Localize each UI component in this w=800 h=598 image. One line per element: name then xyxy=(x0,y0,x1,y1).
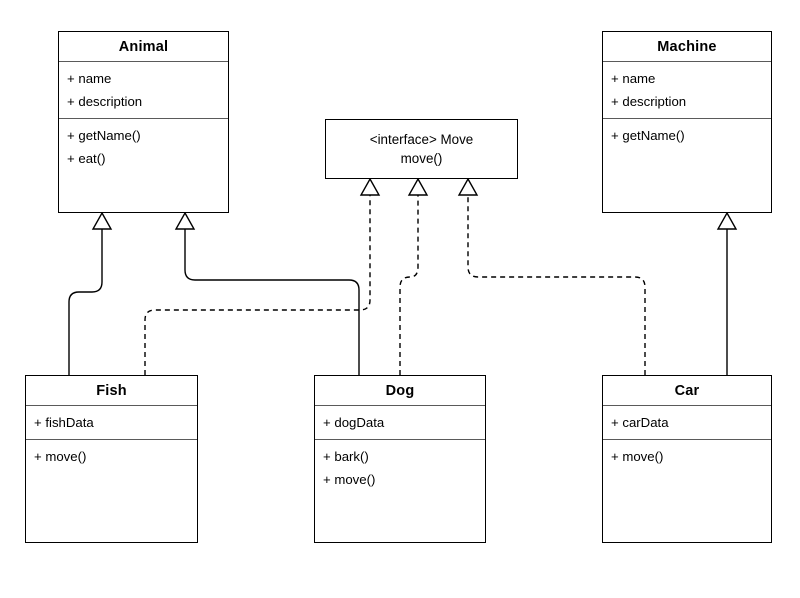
class-operations-animal: + getName() + eat() xyxy=(59,119,228,212)
operation-row: + move() xyxy=(611,449,664,464)
attribute-row: + fishData xyxy=(34,415,94,430)
edge-dog-extends-animal xyxy=(174,211,360,375)
operation-row: + move() xyxy=(34,449,87,464)
edge-fish-extends-animal xyxy=(68,211,113,375)
class-name-machine: Machine xyxy=(603,32,771,62)
class-box-animal[interactable]: Animal + name + description + getName() … xyxy=(58,31,229,213)
edge-car-extends-machine xyxy=(716,211,738,375)
class-attributes-car: + carData xyxy=(603,406,771,440)
class-operations-car: + move() xyxy=(603,440,771,542)
attribute-row: + dogData xyxy=(323,415,385,430)
operation-row: + getName() xyxy=(67,128,141,143)
interface-operation: move() xyxy=(400,151,443,166)
operation-row: + eat() xyxy=(67,151,106,166)
attribute-row: + carData xyxy=(611,415,669,430)
class-attributes-dog: + dogData xyxy=(315,406,485,440)
class-attributes-animal: + name + description xyxy=(59,62,228,119)
attribute-row: + name xyxy=(67,71,112,86)
operation-row: + move() xyxy=(323,472,376,487)
operation-row: + getName() xyxy=(611,128,685,143)
class-box-dog[interactable]: Dog + dogData + bark() + move() xyxy=(314,375,486,543)
class-box-fish[interactable]: Fish + fishData + move() xyxy=(25,375,198,543)
attribute-row: + description xyxy=(611,94,687,109)
interface-box-move[interactable]: <interface> Move move() xyxy=(325,119,518,179)
class-attributes-machine: + name + description xyxy=(603,62,771,119)
class-operations-fish: + move() xyxy=(26,440,197,542)
class-name-dog: Dog xyxy=(315,376,485,406)
edge-dog-implements-move xyxy=(399,177,429,375)
interface-stereotype-name: <interface> Move xyxy=(369,131,474,147)
class-operations-dog: + bark() + move() xyxy=(315,440,485,542)
class-name-fish: Fish xyxy=(26,376,197,406)
class-box-machine[interactable]: Machine + name + description + getName() xyxy=(602,31,772,213)
operation-row: + bark() xyxy=(323,449,369,464)
class-attributes-fish: + fishData xyxy=(26,406,197,440)
class-name-car: Car xyxy=(603,376,771,406)
attribute-row: + name xyxy=(611,71,656,86)
class-operations-machine: + getName() xyxy=(603,119,771,212)
class-box-car[interactable]: Car + carData + move() xyxy=(602,375,772,543)
class-name-animal: Animal xyxy=(59,32,228,62)
attribute-row: + description xyxy=(67,94,143,109)
